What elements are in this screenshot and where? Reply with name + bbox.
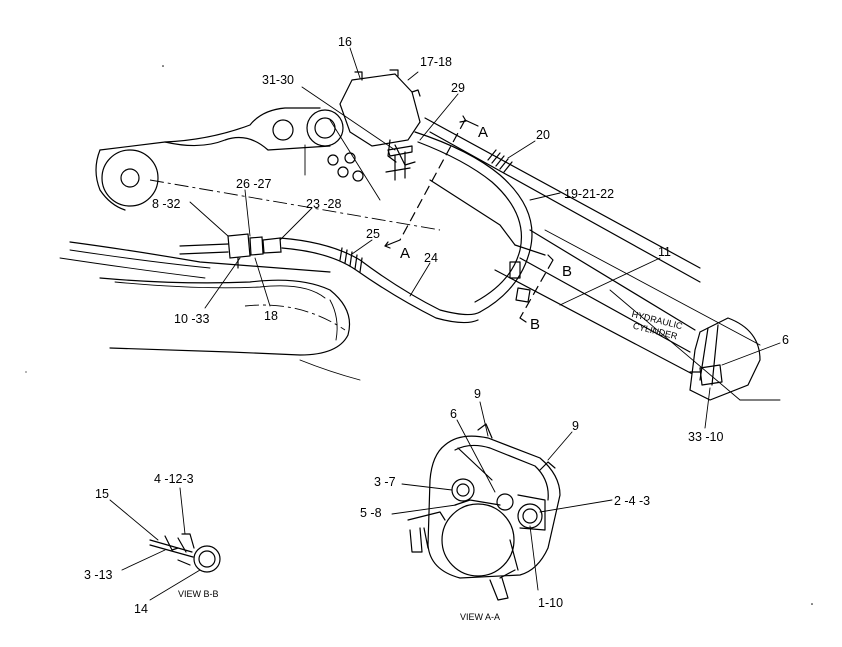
view-b-b-leaders <box>109 487 201 601</box>
cylinder-text: HYDRAULIC CYLINDER <box>631 309 684 341</box>
callout-29: 29 <box>451 81 465 95</box>
callout-1-10: 1-10 <box>538 596 563 610</box>
view-labels: VIEW A-A VIEW B-B <box>178 589 500 622</box>
callout-14: 14 <box>134 602 148 616</box>
hydraulic-cylinder <box>424 117 781 401</box>
callout-26-27: 26 -27 <box>236 177 271 191</box>
callout-24: 24 <box>424 251 438 265</box>
section-labels: A A B B <box>400 124 572 333</box>
section-b-upper: B <box>562 263 572 280</box>
callout-18: 18 <box>264 309 278 323</box>
hoses <box>179 131 533 324</box>
view-b-b-label: VIEW B-B <box>178 589 219 599</box>
view-a-a-label: VIEW A-A <box>460 612 500 622</box>
callout-23-28: 23 -28 <box>306 197 341 211</box>
callout-31-30: 31-30 <box>262 73 294 87</box>
boom-structure <box>59 107 441 381</box>
callout-4-12-3: 4 -12-3 <box>154 472 194 486</box>
section-cut-b <box>519 254 554 323</box>
callout-25: 25 <box>366 227 380 241</box>
callout-10-33: 10 -33 <box>174 312 209 326</box>
callout-17-18: 17-18 <box>420 55 452 69</box>
callout-labels: 16 17-18 31-30 29 20 19-21-22 26 -27 8 -… <box>84 35 789 616</box>
section-b-lower: B <box>530 316 540 333</box>
section-a-upper: A <box>478 124 488 141</box>
callout-6-view: 6 <box>450 407 457 421</box>
callout-9-left: 9 <box>474 387 481 401</box>
view-a-a <box>407 423 561 601</box>
callout-15: 15 <box>95 487 109 501</box>
callout-16: 16 <box>338 35 352 49</box>
callout-2-4-3: 2 -4 -3 <box>614 494 650 508</box>
scan-specks <box>25 65 813 605</box>
callout-11: 11 <box>658 245 671 259</box>
callout-9-right: 9 <box>572 419 579 433</box>
view-a-a-leaders <box>391 401 613 591</box>
callout-3-7: 3 -7 <box>374 475 396 489</box>
spiral-guard-25 <box>339 247 363 273</box>
callout-5-8: 5 -8 <box>360 506 382 520</box>
top-bracket <box>339 69 421 181</box>
callout-3-13: 3 -13 <box>84 568 113 582</box>
callout-6-top: 6 <box>782 333 789 347</box>
spiral-guard-20 <box>487 149 513 173</box>
callout-33-10: 33 -10 <box>688 430 723 444</box>
callout-8-32: 8 -32 <box>152 197 181 211</box>
callout-19-21-22: 19-21-22 <box>564 187 614 201</box>
section-cut-a <box>384 115 479 249</box>
section-a-lower: A <box>400 245 410 262</box>
view-b-b <box>149 533 221 573</box>
leader-lines <box>189 47 781 429</box>
callout-20: 20 <box>536 128 550 142</box>
